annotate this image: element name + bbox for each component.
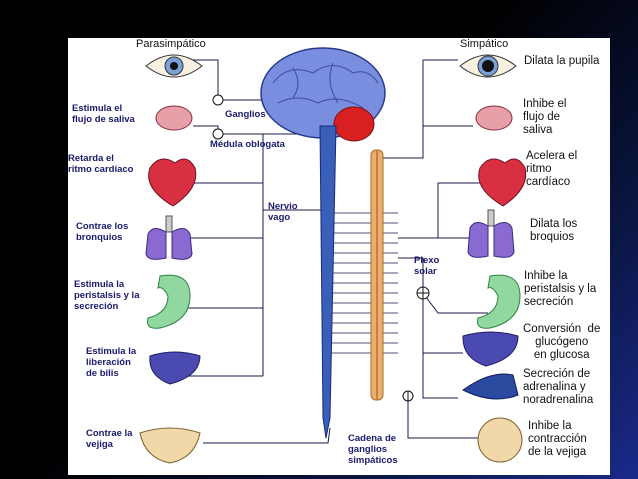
symp-saliva-label: Inhibe el flujo de saliva <box>523 98 567 137</box>
stomach-symp-nerve <box>422 292 488 314</box>
medulla-label: Médula oblogata <box>210 139 285 150</box>
nervous-system-diagram <box>139 47 527 464</box>
lungs-symp <box>467 209 515 258</box>
para-stomach-label: Estimula la peristalsis y la secreción <box>74 279 140 312</box>
vagus-nerve-label: Nervio vago <box>268 201 298 223</box>
symp-stomach-label: Inhibe la peristalsis y la secreción <box>524 270 597 309</box>
spinal-cord <box>319 125 337 439</box>
heart-para-nerve <box>186 182 264 238</box>
lungs-para <box>145 215 193 260</box>
para-bladder-label: Contrae la vejiga <box>86 428 133 450</box>
bladder-para <box>139 427 201 464</box>
symp-eye-label: Dilata la pupila <box>524 55 600 67</box>
para-saliva-label: Estimula el flujo de saliva <box>72 103 135 125</box>
adrenal-gland <box>462 373 519 400</box>
heart-symp <box>478 158 527 207</box>
ganglia-label: Ganglios <box>225 109 266 120</box>
symp-adrenal-label: Secreción de adrenalina y noradrenalina <box>523 368 594 407</box>
parasympathetic-header: Parasimpático <box>136 38 206 50</box>
diagram-panel: Parasimpático Simpático Ganglios Médula … <box>68 38 610 475</box>
cord-chain-ladder <box>330 212 398 354</box>
heart-symp-nerve <box>437 182 483 238</box>
stomach-symp <box>477 274 521 329</box>
para-liver-label: Estimula la liberación de bilis <box>86 346 137 379</box>
lungs-para-nerve <box>188 198 264 239</box>
symp-liver-label: Conversión de glucógeno en glucosa <box>523 323 601 362</box>
ganglion-eye <box>212 94 224 106</box>
para-heart-label: Retarda el ritmo cardíaco <box>68 153 134 175</box>
liver-symp <box>462 331 519 367</box>
eye-symp <box>459 54 517 78</box>
heart-para <box>148 158 197 207</box>
bladder-symp-nerve <box>407 396 478 439</box>
adrenal-symp-nerve <box>422 353 458 399</box>
liver-symp-nerve <box>422 293 463 354</box>
bladder-symp <box>477 417 523 463</box>
nerve-connections <box>180 59 488 444</box>
para-lungs-label: Contrae los bronquios <box>76 221 129 243</box>
eye-para <box>145 54 203 78</box>
stomach-para <box>147 274 191 329</box>
salivary-gland-symp <box>475 105 513 131</box>
ganglion-saliva <box>212 128 224 140</box>
bladder-para-nerve <box>203 427 331 444</box>
sympathetic-header: Simpático <box>460 38 509 50</box>
solar-plexus-label: Plexo solar <box>414 255 440 277</box>
sympathetic-chain-label: Cadena de ganglios simpáticos <box>348 433 398 466</box>
symp-lungs-label: Dilata los broquios <box>530 218 578 244</box>
salivary-gland-para <box>155 105 193 131</box>
symp-bladder-label: Inhibe la contracción de la vejiga <box>528 420 587 459</box>
cerebellum <box>333 106 375 142</box>
plexus-link <box>398 257 424 293</box>
symp-heart-label: Acelera el ritmo cardíaco <box>526 150 578 189</box>
liver-para <box>149 351 201 385</box>
eye-symp-nerve <box>380 59 458 159</box>
